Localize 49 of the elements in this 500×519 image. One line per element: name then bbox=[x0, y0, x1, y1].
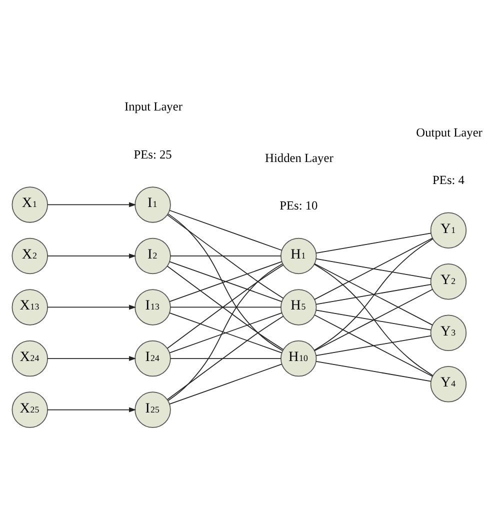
label: PEs: 4 bbox=[432, 173, 464, 188]
node-circle: Y3 bbox=[430, 314, 467, 351]
label: Hidden Layer bbox=[265, 150, 334, 165]
label: PEs: 25 bbox=[134, 147, 172, 162]
connector bbox=[314, 264, 434, 376]
connector bbox=[316, 335, 432, 356]
connector bbox=[169, 210, 282, 251]
node-circle: X25 bbox=[12, 392, 48, 428]
connector bbox=[316, 284, 432, 305]
arrow bbox=[47, 202, 136, 208]
node-circle: H5 bbox=[280, 289, 317, 326]
connector bbox=[314, 288, 433, 352]
node-circle: H1 bbox=[280, 238, 317, 274]
node-circle: Y4 bbox=[430, 366, 467, 402]
connector bbox=[314, 263, 433, 326]
connector bbox=[170, 358, 282, 359]
label: PEs: 10 bbox=[280, 198, 318, 213]
connector bbox=[316, 310, 432, 330]
node-circle: Y1 bbox=[430, 212, 467, 248]
label: Input Layer bbox=[124, 100, 182, 114]
connector bbox=[168, 214, 283, 351]
node-circle: X1 bbox=[12, 186, 48, 223]
node-circle: H10 bbox=[280, 340, 317, 377]
connector bbox=[316, 232, 432, 254]
connector bbox=[314, 238, 434, 351]
connector bbox=[167, 214, 284, 299]
arrow bbox=[47, 356, 136, 361]
connector bbox=[314, 314, 433, 377]
node-circle: X13 bbox=[12, 289, 48, 326]
connector bbox=[316, 258, 432, 280]
node-circle: X2 bbox=[12, 238, 48, 274]
node-circle: Y2 bbox=[430, 263, 467, 300]
connector bbox=[316, 360, 432, 382]
connector bbox=[169, 261, 282, 302]
arrow bbox=[47, 304, 136, 310]
node-circle: I24 bbox=[134, 340, 171, 377]
node-circle: I13 bbox=[134, 289, 171, 326]
connector bbox=[169, 364, 282, 405]
connector bbox=[314, 238, 433, 300]
connector bbox=[170, 306, 282, 308]
node-circle: I2 bbox=[134, 238, 171, 274]
node-circle: X24 bbox=[12, 340, 48, 377]
label: Output Layer bbox=[416, 125, 482, 140]
arrow bbox=[47, 407, 136, 412]
connector bbox=[167, 316, 284, 400]
node-circle: I1 bbox=[134, 186, 171, 223]
node-circle: I25 bbox=[134, 392, 171, 428]
connector bbox=[168, 263, 283, 401]
arrow bbox=[47, 253, 136, 258]
